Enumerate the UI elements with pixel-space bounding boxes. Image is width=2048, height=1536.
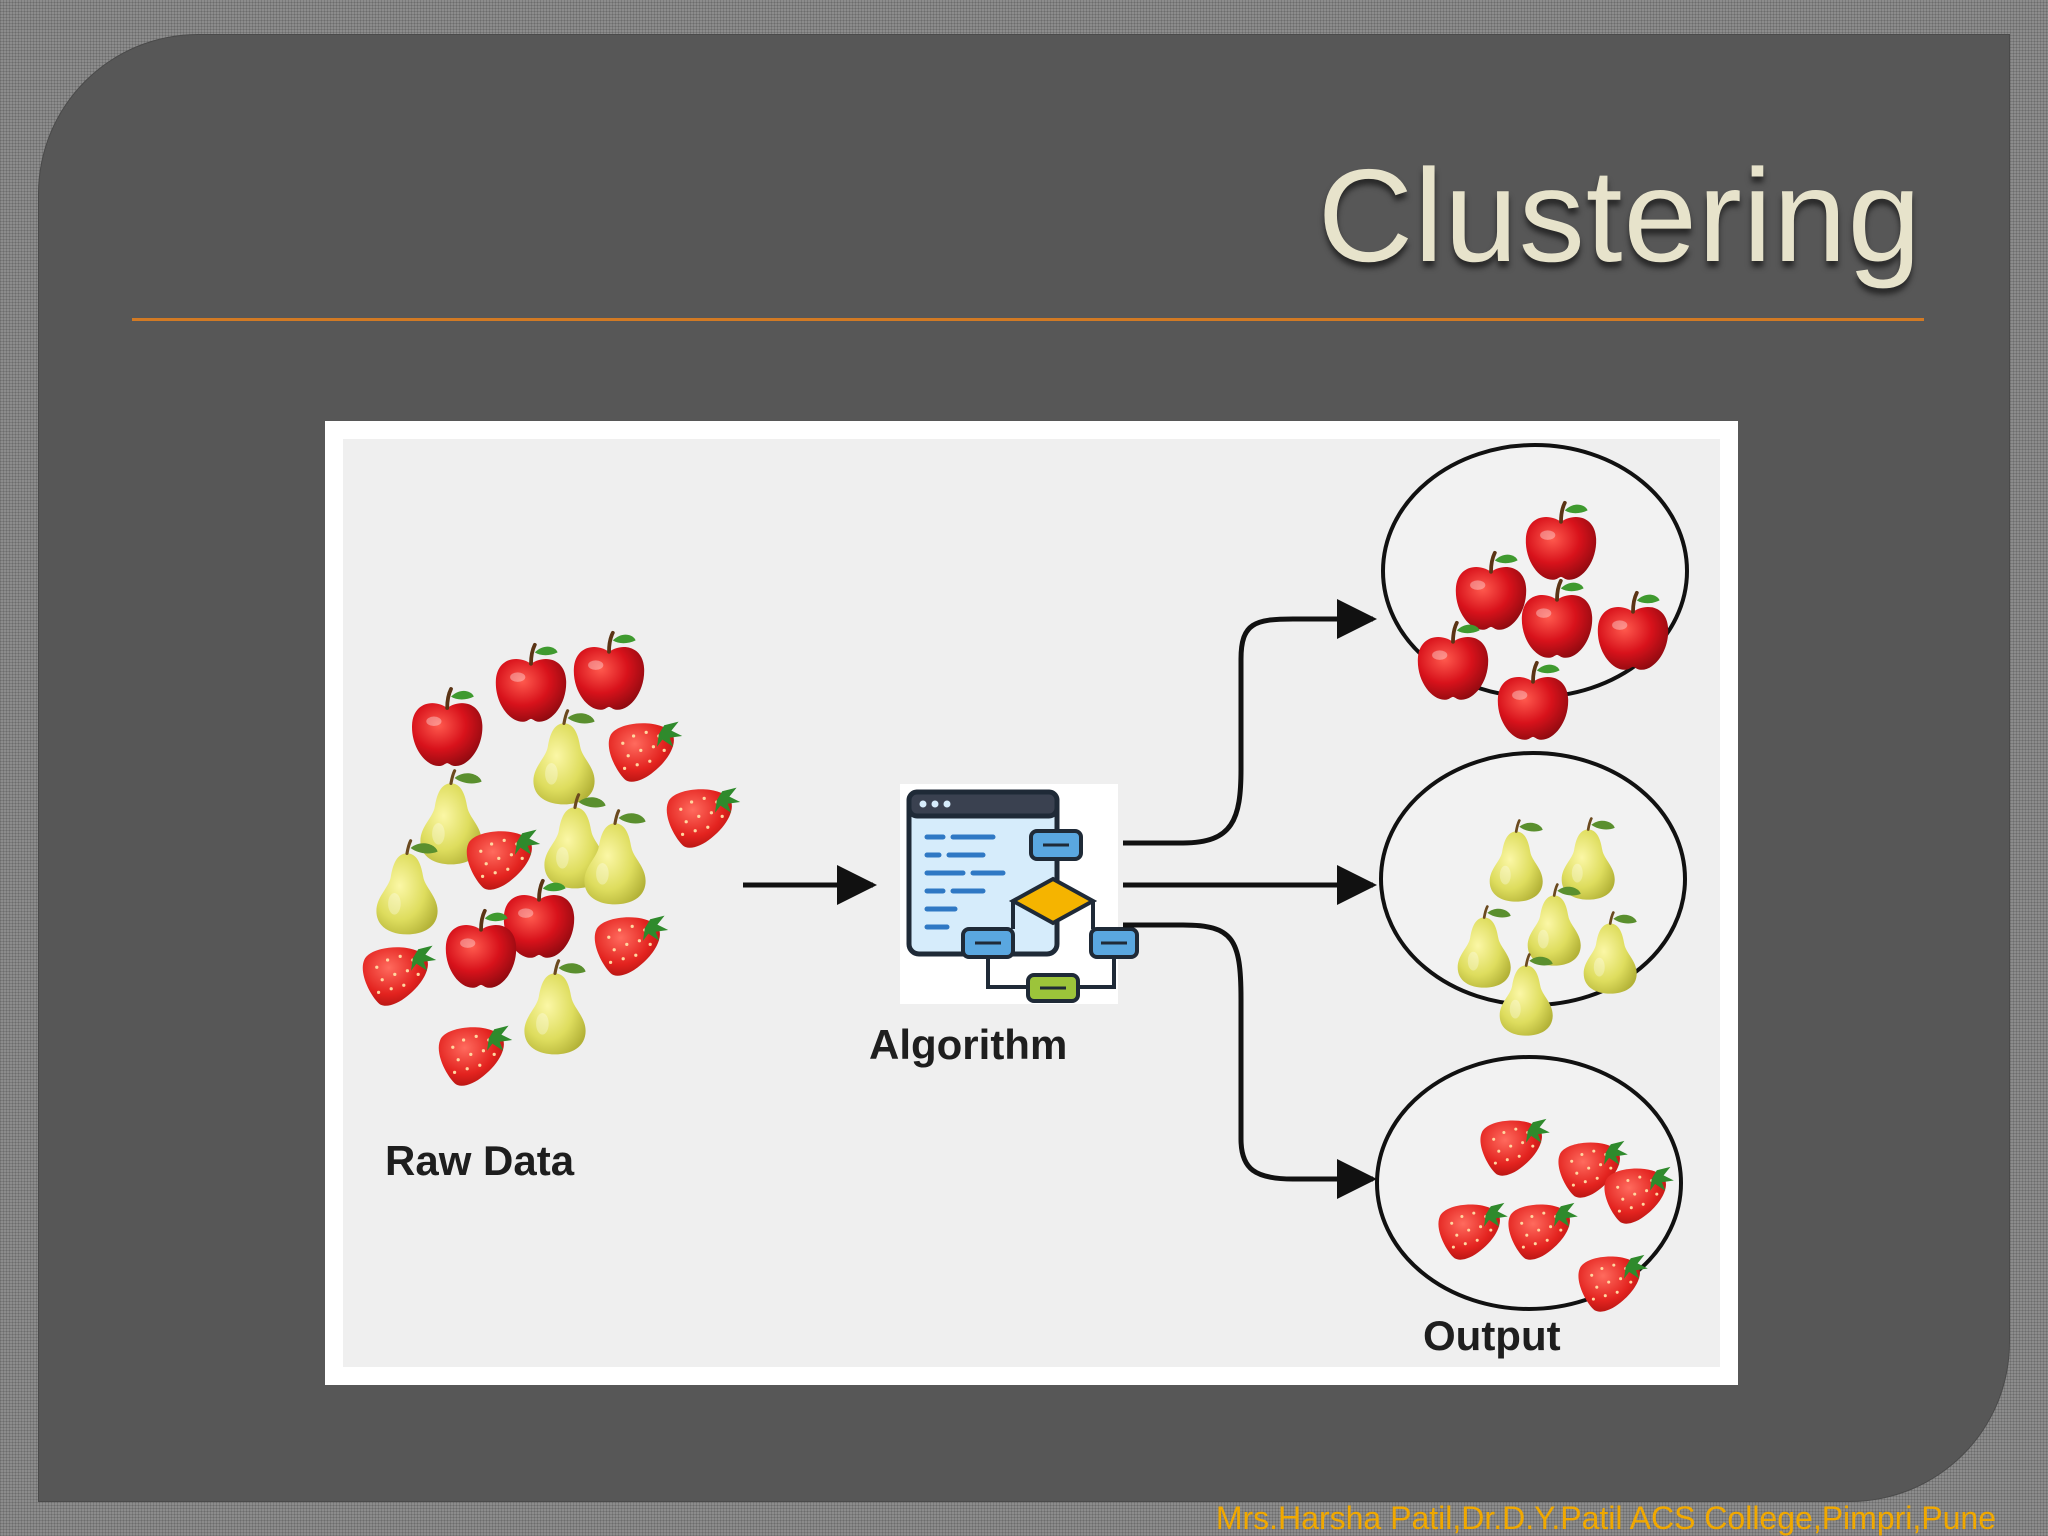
output-arrows bbox=[1123, 599, 1377, 1199]
apple-cluster bbox=[1381, 443, 1689, 742]
arrow-icon bbox=[1123, 599, 1377, 846]
strawberry-cluster bbox=[1375, 1055, 1683, 1312]
strawberry-icon bbox=[608, 721, 683, 782]
strawberry-icon bbox=[362, 945, 437, 1006]
apple-icon bbox=[571, 630, 647, 712]
strawberry-icon bbox=[438, 1025, 513, 1086]
title-divider bbox=[132, 318, 1924, 321]
slide-title: Clustering bbox=[1317, 142, 1922, 289]
strawberry-icon bbox=[666, 787, 741, 848]
algorithm-flowchart-icon bbox=[900, 784, 1139, 1004]
algorithm-label: Algorithm bbox=[869, 1021, 1068, 1068]
clustering-figure: Raw Data Algorithm Output bbox=[325, 421, 1738, 1385]
author-credit: Mrs.Harsha Patil,Dr.D.Y.Patil ACS Colleg… bbox=[1215, 1499, 1996, 1536]
strawberry-icon bbox=[1578, 1254, 1648, 1312]
diagram-svg bbox=[362, 443, 1689, 1312]
strawberry-icon bbox=[594, 915, 669, 976]
apple-icon bbox=[410, 687, 485, 768]
figure-canvas: Raw Data Algorithm Output bbox=[343, 439, 1720, 1367]
pear-icon bbox=[522, 959, 588, 1056]
arrow-icon bbox=[1123, 922, 1377, 1199]
apple-icon bbox=[493, 642, 569, 724]
raw-data-label: Raw Data bbox=[385, 1137, 575, 1184]
raw-data-group bbox=[362, 630, 741, 1086]
pear-icon bbox=[531, 709, 597, 806]
strawberry-icon bbox=[466, 829, 541, 890]
pear-cluster bbox=[1379, 751, 1687, 1038]
output-label: Output bbox=[1423, 1312, 1561, 1359]
